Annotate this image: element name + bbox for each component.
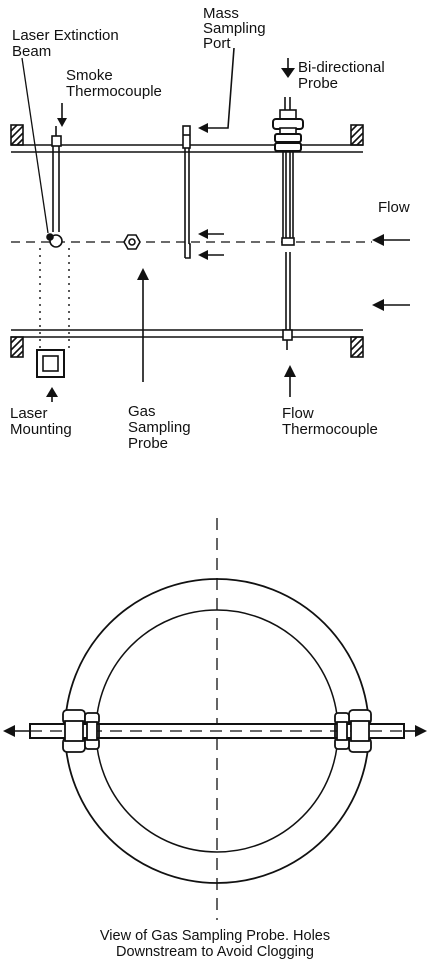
- label-flow-thermocouple: Flow Thermocouple: [282, 405, 378, 438]
- label-laser-extinction-beam: Laser Extinction Beam: [12, 27, 119, 60]
- label-mass-sampling-port: Mass Sampling Port: [203, 5, 266, 52]
- right-nut-assembly: [334, 709, 372, 753]
- label-bidirectional-probe: Bi-directional Probe: [298, 59, 385, 92]
- right-flange-top: [350, 124, 364, 146]
- left-flange-bottom: [10, 336, 24, 358]
- label-gas-sampling-probe: Gas Sampling Probe: [128, 403, 191, 452]
- mass-sampling-port-probe: [182, 125, 191, 259]
- duct-side-view: [10, 124, 372, 358]
- label-flow: Flow: [378, 199, 410, 216]
- label-laser-mounting: Laser Mounting: [10, 405, 72, 438]
- gas-sampling-probe-hex: [123, 234, 141, 250]
- right-flange-bottom: [350, 336, 364, 358]
- end-view: [3, 518, 427, 920]
- flow-thermocouple: [282, 252, 293, 350]
- laser-beam-path: [39, 248, 70, 348]
- bidirectional-probe: [272, 97, 304, 246]
- arrows-top: [21, 47, 410, 402]
- left-nut-assembly: [62, 709, 100, 753]
- caption: View of Gas Sampling Probe. Holes Downst…: [99, 928, 331, 960]
- end-view-arrows: [3, 725, 427, 737]
- label-smoke-thermocouple: Smoke Thermocouple: [66, 67, 162, 100]
- smoke-thermocouple: [46, 126, 63, 248]
- laser-mounting-box: [36, 349, 65, 378]
- left-flange-top: [10, 124, 24, 146]
